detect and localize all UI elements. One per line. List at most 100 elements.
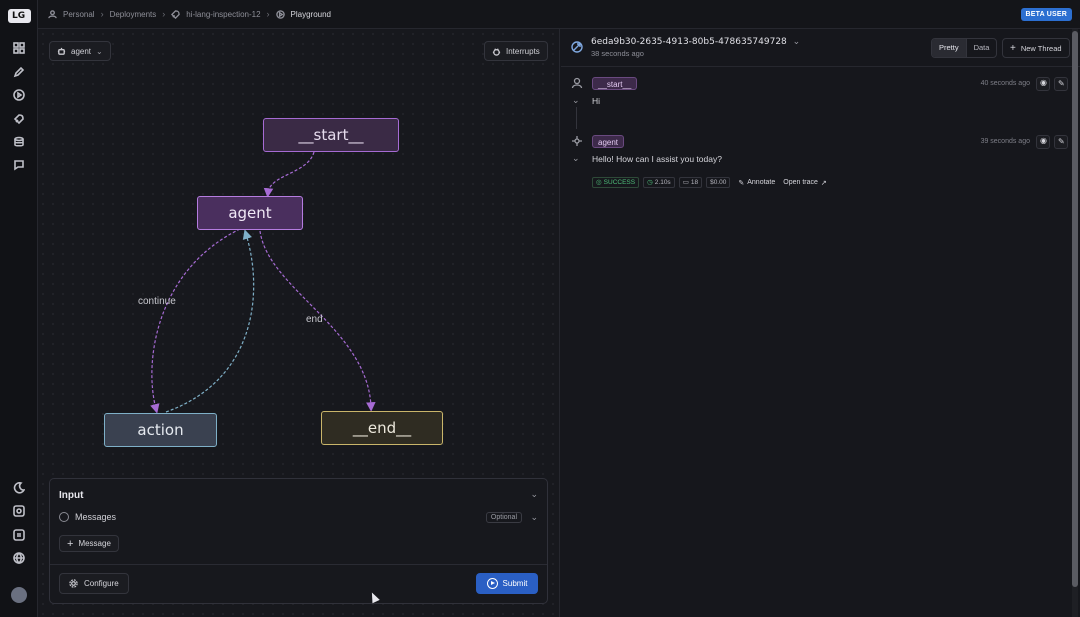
interrupts-label: Interrupts bbox=[506, 46, 540, 56]
node-start[interactable]: __start__ bbox=[263, 118, 399, 152]
gear-icon bbox=[69, 579, 78, 588]
play-circle-icon[interactable] bbox=[12, 88, 26, 102]
view-message-button[interactable]: ◉ bbox=[1036, 135, 1050, 149]
new-thread-label: New Thread bbox=[1020, 43, 1062, 53]
breadcrumb-playground: Playground bbox=[290, 9, 332, 19]
chevron-down-icon: ⌄ bbox=[792, 37, 801, 47]
robot-icon bbox=[57, 47, 66, 55]
clock-icon: ◷ bbox=[647, 179, 653, 186]
collapse-chevron-icon[interactable]: ⌄ bbox=[530, 489, 538, 499]
breadcrumb: Personal › Deployments › hi-lang-inspect… bbox=[48, 9, 331, 19]
beta-user-badge[interactable]: BETA USER bbox=[1020, 8, 1072, 21]
message-circle-icon bbox=[59, 512, 69, 522]
status-badge: ◎SUCCESS bbox=[592, 177, 640, 188]
document-icon[interactable] bbox=[12, 528, 26, 542]
configure-label: Configure bbox=[84, 579, 119, 588]
collapse-chevron-icon[interactable]: ⌄ bbox=[572, 153, 580, 163]
collapse-chevron-icon[interactable]: ⌄ bbox=[572, 95, 580, 105]
thread-scrollbar[interactable] bbox=[1072, 29, 1078, 617]
input-title: Input bbox=[59, 490, 84, 501]
divider bbox=[50, 564, 547, 565]
chat-icon[interactable] bbox=[12, 158, 26, 172]
latency-badge: ◷2.10s bbox=[643, 177, 675, 188]
chevron-right-icon: › bbox=[266, 9, 270, 19]
interrupts-button[interactable]: Interrupts bbox=[484, 41, 548, 61]
moon-icon[interactable] bbox=[12, 481, 26, 495]
eye-icon: ◉ bbox=[1040, 78, 1047, 87]
thread-id-text: 6eda9b30-2635-4913-80b5-478635749728 bbox=[591, 37, 787, 47]
graph-panel: agent ⌄ Interrupts __start__ agent actio… bbox=[38, 29, 560, 617]
token-icon: ▭ bbox=[682, 179, 689, 186]
input-card: Input ⌄ Messages Optional ⌄ + Message Co… bbox=[49, 478, 548, 604]
node-agent[interactable]: agent bbox=[197, 196, 303, 230]
thread-line bbox=[576, 107, 577, 129]
submit-label: Submit bbox=[502, 579, 528, 588]
breadcrumb-personal[interactable]: Personal bbox=[63, 9, 95, 19]
add-message-button[interactable]: + Message bbox=[59, 535, 119, 552]
node-action[interactable]: action bbox=[104, 413, 217, 447]
pencil-icon: ✎ bbox=[738, 179, 745, 187]
message-time: 39 seconds ago bbox=[980, 138, 1030, 145]
node-end[interactable]: __end__ bbox=[321, 411, 443, 445]
view-toggle: Pretty Data bbox=[931, 38, 998, 58]
chevron-right-icon: › bbox=[100, 9, 104, 19]
view-pretty-tab[interactable]: Pretty bbox=[932, 39, 967, 57]
graph-edges bbox=[150, 151, 376, 414]
left-rail: LG bbox=[0, 0, 38, 617]
graph-select-value: agent bbox=[71, 46, 92, 56]
breadcrumb-deployment[interactable]: hi-lang-inspection-12 bbox=[186, 9, 261, 19]
message-tag: __start__ bbox=[592, 77, 638, 90]
scrollbar-thumb[interactable] bbox=[1072, 31, 1078, 587]
edit-message-button[interactable]: ✎ bbox=[1054, 135, 1068, 149]
message-time: 40 seconds ago bbox=[980, 80, 1030, 87]
eye-icon: ◉ bbox=[1040, 136, 1047, 145]
user-icon bbox=[48, 9, 57, 18]
edge-label-end: end bbox=[306, 314, 323, 325]
optional-badge: Optional bbox=[485, 512, 522, 523]
messages-field[interactable]: Messages bbox=[59, 512, 116, 522]
external-link-icon: ↗ bbox=[820, 179, 827, 187]
top-bar: Personal › Deployments › hi-lang-inspect… bbox=[38, 0, 1080, 29]
bot-icon bbox=[572, 136, 582, 146]
rocket-icon[interactable] bbox=[12, 112, 26, 126]
message-tag: agent bbox=[592, 135, 625, 148]
graph-select-dropdown[interactable]: agent ⌄ bbox=[49, 41, 111, 61]
play-circle-icon bbox=[275, 9, 285, 19]
settings-icon[interactable] bbox=[12, 504, 26, 518]
new-thread-button[interactable]: + New Thread bbox=[1002, 38, 1070, 58]
thread-header: 6eda9b30-2635-4913-80b5-478635749728 ⌄ 3… bbox=[561, 29, 1080, 67]
view-data-tab[interactable]: Data bbox=[973, 43, 990, 52]
grid-icon[interactable] bbox=[12, 41, 26, 55]
edit-message-button[interactable]: ✎ bbox=[1054, 77, 1068, 91]
cost-badge: $0.00 bbox=[706, 177, 731, 188]
database-icon[interactable] bbox=[12, 135, 26, 149]
annotate-button[interactable]: ✎Annotate bbox=[738, 179, 776, 187]
plus-icon: + bbox=[1010, 42, 1016, 54]
breadcrumb-deployments[interactable]: Deployments bbox=[109, 9, 157, 19]
check-circle-icon: ◎ bbox=[596, 179, 602, 186]
globe-icon[interactable] bbox=[12, 551, 26, 565]
messages-chevron-icon[interactable]: ⌄ bbox=[530, 512, 538, 522]
play-icon bbox=[486, 578, 498, 589]
bug-icon bbox=[492, 47, 501, 56]
thread-id[interactable]: 6eda9b30-2635-4913-80b5-478635749728 ⌄ bbox=[591, 37, 800, 47]
thread-icon bbox=[571, 41, 583, 53]
plus-icon: + bbox=[67, 537, 74, 550]
view-message-button[interactable]: ◉ bbox=[1036, 77, 1050, 91]
thread-panel: 6eda9b30-2635-4913-80b5-478635749728 ⌄ 3… bbox=[561, 29, 1080, 617]
edge-label-continue: continue bbox=[138, 296, 176, 307]
message-text: Hi bbox=[592, 96, 601, 106]
app-logo[interactable]: LG bbox=[8, 9, 31, 23]
edge-agent-end bbox=[259, 230, 376, 412]
pen-icon[interactable] bbox=[12, 65, 26, 79]
run-metadata: ◎SUCCESS ◷2.10s ▭18 $0.00 ✎Annotate Open… bbox=[592, 177, 827, 188]
pencil-icon: ✎ bbox=[1058, 79, 1065, 88]
open-trace-link[interactable]: Open trace↗ bbox=[783, 179, 827, 187]
tokens-badge: ▭18 bbox=[678, 177, 703, 188]
add-message-label: Message bbox=[78, 539, 111, 548]
submit-button[interactable]: Submit bbox=[476, 573, 538, 594]
edge-start-agent bbox=[263, 151, 315, 198]
user-avatar[interactable] bbox=[11, 587, 27, 603]
configure-button[interactable]: Configure bbox=[59, 573, 129, 594]
edge-agent-action-continue bbox=[150, 228, 241, 414]
